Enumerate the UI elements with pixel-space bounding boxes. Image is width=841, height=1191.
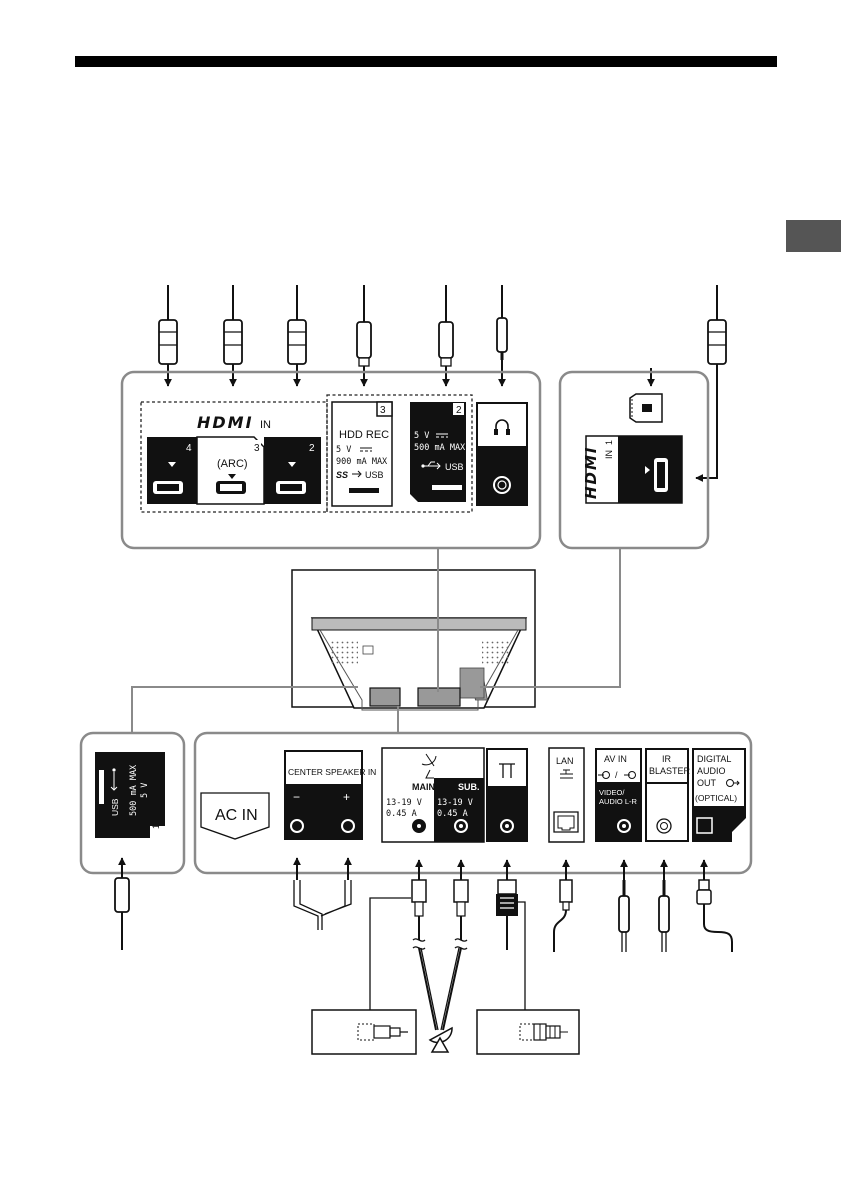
hdmi-port-2[interactable]: 2 bbox=[264, 437, 321, 504]
svg-text:5 V: 5 V bbox=[140, 783, 150, 798]
satellite-cable-main bbox=[412, 860, 438, 1030]
svg-text:OUT: OUT bbox=[697, 778, 717, 788]
svg-text:13-19 V: 13-19 V bbox=[437, 798, 473, 808]
svg-text:2: 2 bbox=[309, 443, 315, 454]
svg-text:MAIN: MAIN bbox=[412, 782, 435, 792]
usb-port-3-hdd-rec[interactable]: 3 HDD REC 5 V 900 mA MAX SS USB bbox=[332, 402, 392, 506]
antenna-in[interactable] bbox=[486, 748, 528, 842]
svg-text:0.45 A: 0.45 A bbox=[386, 809, 417, 819]
svg-text:IR: IR bbox=[662, 754, 672, 764]
svg-text:AUDIO L-R: AUDIO L-R bbox=[599, 797, 638, 806]
hdmi-port-1[interactable]: HDMI IN 1 bbox=[582, 436, 682, 503]
usb-port-1[interactable]: 1 5 V 500 mA MAX USB bbox=[95, 752, 165, 838]
svg-text:13-19 V: 13-19 V bbox=[386, 798, 422, 808]
svg-text:2: 2 bbox=[456, 405, 462, 416]
svg-text:LAN: LAN bbox=[556, 756, 574, 766]
svg-text:5 V: 5 V bbox=[414, 431, 429, 441]
satellite-in-group[interactable]: MAIN SUB. 13-19 V 0.45 A 13-19 V 0.45 A bbox=[382, 748, 484, 842]
speaker-cable bbox=[294, 858, 351, 930]
center-speaker-in[interactable]: CENTER SPEAKER IN − + bbox=[284, 750, 376, 840]
svg-text:(OPTICAL): (OPTICAL) bbox=[695, 793, 737, 803]
hdmi-logo: HDMI bbox=[197, 413, 254, 432]
antenna-cable bbox=[496, 860, 525, 1010]
svg-text:(ARC): (ARC) bbox=[217, 458, 248, 470]
svg-text:500 mA MAX: 500 mA MAX bbox=[414, 443, 466, 453]
hdmi-in-label: IN bbox=[260, 419, 271, 431]
svg-text:1: 1 bbox=[604, 440, 614, 445]
svg-text:AC IN: AC IN bbox=[215, 807, 258, 824]
usb-port-2[interactable]: 2 5 V 500 mA MAX USB bbox=[410, 402, 466, 502]
hdmi-port-4[interactable]: 4 bbox=[147, 437, 197, 504]
svg-text:IN: IN bbox=[604, 450, 614, 459]
svg-text:AUDIO: AUDIO bbox=[697, 766, 726, 776]
svg-text:HDMI: HDMI bbox=[582, 445, 600, 499]
svg-text:3: 3 bbox=[380, 405, 386, 416]
svg-text:−: − bbox=[293, 790, 300, 804]
svg-text:4: 4 bbox=[186, 443, 192, 454]
svg-text:500 mA MAX: 500 mA MAX bbox=[129, 764, 139, 816]
svg-text:900 mA MAX: 900 mA MAX bbox=[336, 457, 388, 467]
svg-text:USB: USB bbox=[365, 470, 384, 480]
lan-port[interactable]: LAN bbox=[549, 748, 584, 842]
satellite-cable-sub bbox=[441, 860, 468, 1030]
headphone-jack[interactable] bbox=[476, 402, 528, 506]
svg-text:1: 1 bbox=[151, 824, 161, 829]
digital-audio-out-optical[interactable]: DIGITAL AUDIO OUT (OPTICAL) bbox=[692, 748, 746, 842]
side-tab bbox=[786, 220, 841, 252]
top-hdmi-cable-1 bbox=[696, 285, 726, 478]
svg-text:USB: USB bbox=[110, 798, 120, 816]
svg-text:0.45 A: 0.45 A bbox=[437, 809, 468, 819]
ac-in-label: AC IN bbox=[201, 793, 269, 839]
svg-text:3: 3 bbox=[254, 443, 260, 454]
av-in-port[interactable]: AV IN / VIDEO/ AUDIO L-R bbox=[595, 748, 642, 842]
satellite-dish bbox=[430, 1028, 452, 1052]
ir-blaster-port[interactable]: IR BLASTER bbox=[645, 748, 691, 842]
svg-text:AV IN: AV IN bbox=[604, 754, 627, 764]
header-bar bbox=[75, 56, 777, 67]
connector-detail-satellite bbox=[312, 898, 416, 1054]
svg-text:HDD REC: HDD REC bbox=[339, 429, 389, 441]
svg-text:SS: SS bbox=[336, 470, 348, 480]
svg-text:BLASTER: BLASTER bbox=[649, 766, 691, 776]
svg-text:USB: USB bbox=[445, 462, 464, 472]
svg-text:VIDEO/: VIDEO/ bbox=[599, 788, 625, 797]
svg-text:5 V: 5 V bbox=[336, 445, 351, 455]
svg-text:+: + bbox=[343, 790, 350, 804]
svg-text:DIGITAL: DIGITAL bbox=[697, 754, 731, 764]
cam-port-icon bbox=[630, 394, 662, 422]
hdmi-port-3-arc[interactable]: 3 (ARC) bbox=[197, 437, 264, 504]
svg-text:CENTER SPEAKER IN: CENTER SPEAKER IN bbox=[288, 767, 376, 777]
connector-detail-antenna bbox=[477, 1010, 579, 1054]
svg-text:SUB.: SUB. bbox=[458, 782, 480, 792]
